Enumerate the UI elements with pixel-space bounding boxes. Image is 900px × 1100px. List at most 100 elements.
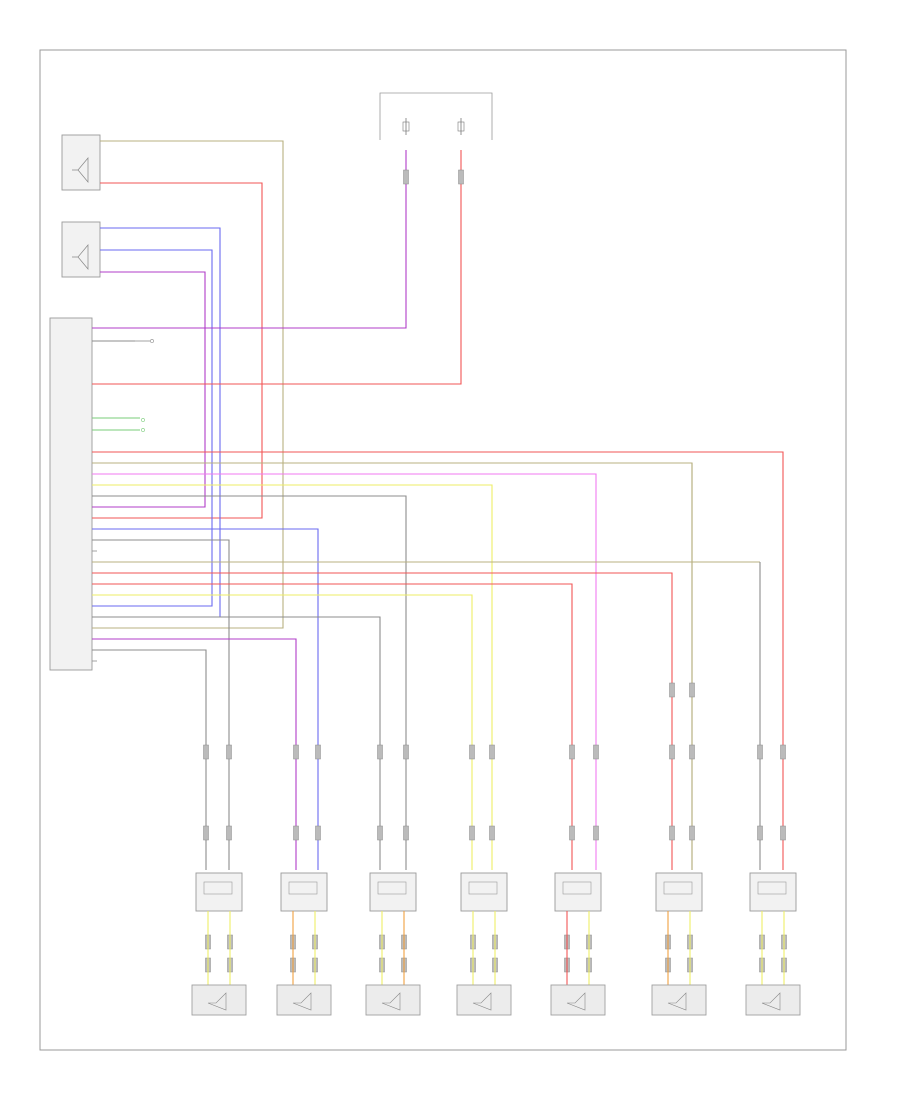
inline-connector: [689, 682, 695, 698]
filter-module-body: [369, 872, 417, 912]
inline-connector: [315, 825, 321, 841]
inline-connector: [226, 744, 232, 760]
filter-module: [369, 872, 417, 985]
filter-module-body: [195, 872, 243, 912]
speaker: [745, 984, 801, 1016]
wire-speaker-channel: [92, 594, 473, 870]
filter-module: [195, 872, 243, 985]
speakers: [191, 984, 801, 1016]
inline-connector: [315, 744, 321, 760]
speaker: [191, 984, 247, 1016]
inline-connector: [669, 744, 675, 760]
wire-speaker-channel: [92, 649, 207, 870]
wire-power-right: [92, 150, 462, 385]
inline-connector: [780, 744, 786, 760]
inline-connector: [293, 825, 299, 841]
inline-connectors: [203, 169, 787, 973]
wire-speaker-channel: [92, 462, 693, 870]
amplifier: [49, 317, 154, 671]
speaker: [365, 984, 421, 1016]
diagram-frame: [39, 49, 847, 1051]
inline-connector: [757, 744, 763, 760]
wire-right-tweeter-positive: [92, 227, 221, 618]
inline-connector: [203, 825, 209, 841]
filter-module-inner: [288, 881, 318, 895]
inline-connector: [469, 825, 475, 841]
filter-module-body: [749, 872, 797, 912]
inline-connector: [593, 825, 599, 841]
wire-right-tweeter-positive-2: [92, 249, 213, 607]
wire-harness: [92, 140, 784, 870]
filter-module-inner: [757, 881, 787, 895]
speaker-filter-modules: [195, 872, 797, 985]
wire-right-tweeter-negative: [92, 271, 206, 508]
amplifier-pin-labels: [92, 327, 97, 662]
wire-speaker-channel: [92, 451, 784, 870]
speaker: [550, 984, 606, 1016]
inline-connector: [780, 825, 786, 841]
wire-speaker-channel: [92, 638, 297, 870]
inline-connector: [377, 825, 383, 841]
filter-module-inner: [562, 881, 592, 895]
amplifier-body: [49, 317, 93, 671]
wire-speaker-channel: [92, 539, 230, 870]
left-tweeter: [61, 134, 101, 191]
inline-connector: [689, 744, 695, 760]
inline-connector: [293, 744, 299, 760]
filter-module-inner: [663, 881, 693, 895]
inline-connector: [458, 169, 464, 185]
filter-module: [460, 872, 508, 985]
wire-left-tweeter-negative: [92, 182, 263, 519]
speaker-icon: [472, 992, 492, 1011]
filter-module: [749, 872, 797, 985]
amplifier-remote-icon: [141, 418, 145, 432]
inline-connector: [203, 744, 209, 760]
speaker-icon: [667, 992, 687, 1011]
inline-connector: [489, 744, 495, 760]
wire-power-left: [92, 150, 407, 329]
filter-module: [554, 872, 602, 985]
speaker: [651, 984, 707, 1016]
inline-connector: [403, 825, 409, 841]
wire-speaker-channel: [92, 528, 319, 870]
speaker: [456, 984, 512, 1016]
filter-module-body: [280, 872, 328, 912]
inline-connector: [403, 169, 409, 185]
inline-connector: [403, 744, 409, 760]
inline-connector: [757, 825, 763, 841]
filter-module-inner: [203, 881, 233, 895]
speaker-icon: [381, 992, 401, 1011]
inline-connector: [689, 825, 695, 841]
inline-connector: [489, 825, 495, 841]
wire-speaker-channel: [92, 473, 597, 870]
inline-connector: [669, 682, 675, 698]
speaker-icon: [292, 992, 312, 1011]
speaker: [276, 984, 332, 1016]
inline-connector: [669, 825, 675, 841]
wire-speaker-channel: [92, 572, 673, 870]
inline-connector: [226, 825, 232, 841]
filter-module-inner: [468, 881, 498, 895]
amplifier-ground-icon: [135, 339, 154, 343]
speaker-icon: [566, 992, 586, 1011]
filter-module-inner: [377, 881, 407, 895]
wire-speaker-channel: [92, 495, 407, 870]
right-tweeter: [61, 221, 101, 278]
inline-connector: [377, 744, 383, 760]
wire-speaker-channel: [92, 616, 381, 870]
wire-speaker-channel: [92, 484, 493, 870]
fuse-left-icon: [402, 118, 410, 135]
wire-speaker-channel: [92, 583, 573, 870]
inline-connector: [569, 744, 575, 760]
filter-module: [655, 872, 703, 985]
filter-module: [280, 872, 328, 985]
speaker-icon: [207, 992, 227, 1011]
inline-connector: [469, 744, 475, 760]
fuse-right-icon: [457, 118, 465, 135]
inline-connector: [569, 825, 575, 841]
filter-module-body: [655, 872, 703, 912]
power-distribution-box: [379, 92, 493, 140]
filter-module-body: [554, 872, 602, 912]
filter-module-body: [460, 872, 508, 912]
